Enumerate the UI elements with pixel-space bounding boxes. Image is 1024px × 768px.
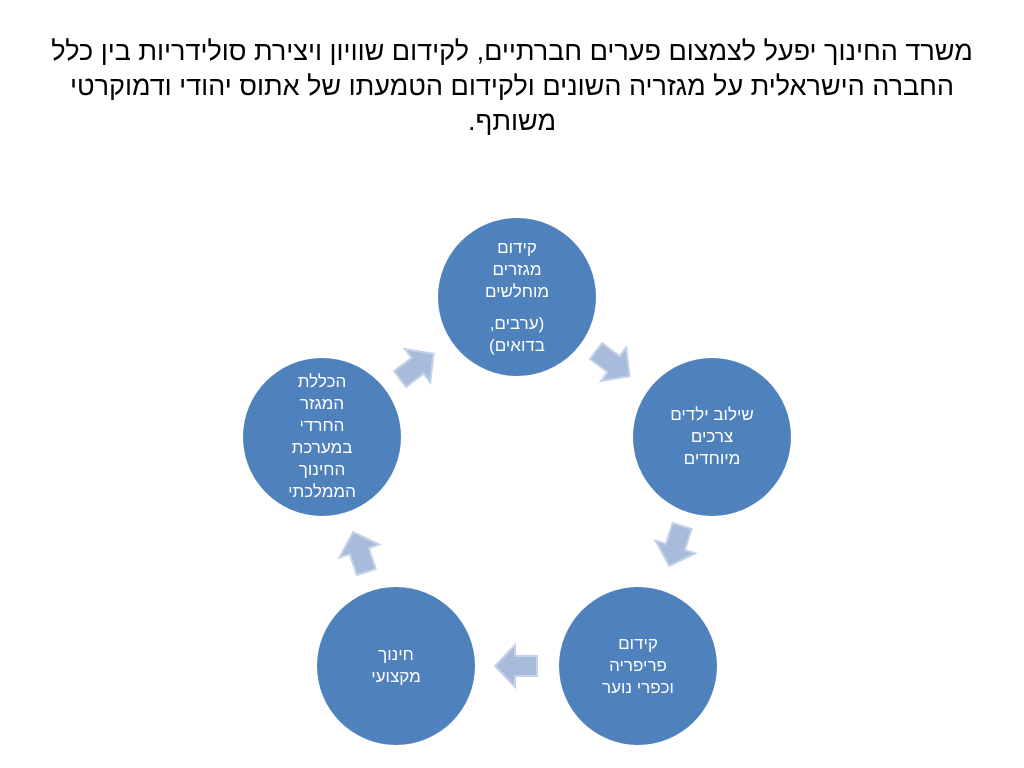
node-circle-left (243, 358, 401, 516)
cycle-arrow-left-to-top (392, 347, 435, 389)
title-line: הטמעתו של אתוס יהודי ודמוקרטי משותף. (69, 71, 556, 136)
slide-title: משרד החינוך יפעל לצמצום פערים חברתיים, ל… (40, 34, 984, 139)
node-circle-right (633, 358, 791, 516)
title-line: משרד החינוך יפעל לצמצום פערים חברתיים, ל… (254, 36, 973, 66)
node-circle-top (438, 218, 596, 376)
title-line: סולידריות בין כלל החברה הישראלית על מגזר… (51, 36, 955, 101)
cycle-arrow-bottom-right-to-bottom-left (493, 642, 538, 690)
cycle-arrow-top-to-right (588, 341, 631, 383)
cycle-arrow-right-to-bottom-right (653, 521, 699, 568)
cycle-arrow-bottom-left-to-left (337, 530, 383, 577)
node-circle-bottom-right (559, 587, 717, 745)
node-circle-bottom-left (317, 587, 475, 745)
